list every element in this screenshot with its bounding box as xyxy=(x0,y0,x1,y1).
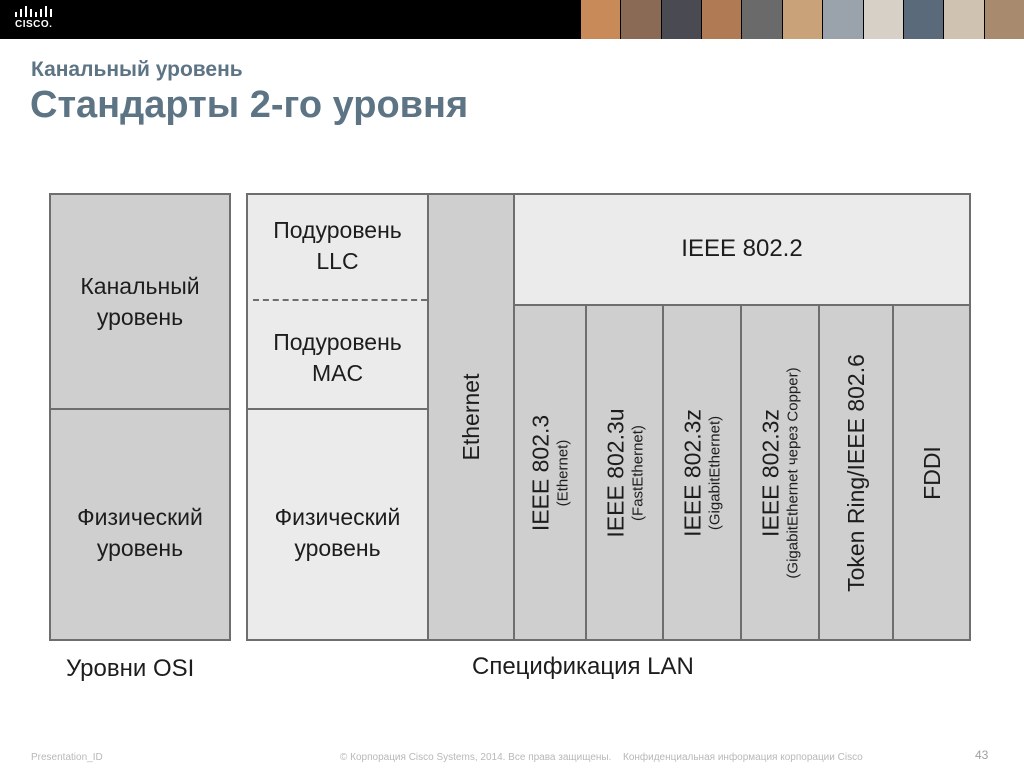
lan-physical-line1: Физический xyxy=(274,504,401,530)
mac-line2: MAC xyxy=(311,360,364,386)
banner-photo xyxy=(620,0,661,39)
banner-photo xyxy=(862,0,903,39)
standard-column-token-ring: Token Ring/IEEE 802.6 xyxy=(818,304,894,641)
photo-strip xyxy=(580,0,1024,39)
banner-photo xyxy=(902,0,944,39)
top-banner: CISCO. xyxy=(0,0,1024,39)
osi-caption: Уровни OSI xyxy=(66,655,195,682)
banner-photo xyxy=(701,0,742,39)
banner-photo xyxy=(943,0,984,39)
standard-8023u-desc: (FastEthernet) xyxy=(629,424,646,521)
cisco-logo-bars-icon xyxy=(15,6,52,17)
llc-line1: Подуровень xyxy=(273,217,402,243)
footer-presentation-id: Presentation_ID xyxy=(31,752,103,763)
standard-8023u-name: IEEE 802.3u xyxy=(602,407,628,538)
banner-photo xyxy=(983,0,1024,39)
standard-column-8023u: IEEE 802.3u (FastEthernet) xyxy=(585,304,664,641)
llc-mac-divider xyxy=(253,299,427,301)
standard-8023z-copper-name: IEEE 802.3z xyxy=(757,408,784,537)
standard-8023z-copper-desc: (GigabitEthernet через Copper) xyxy=(784,366,802,579)
osi-physical-line2: уровень xyxy=(96,535,184,561)
banner-photo xyxy=(822,0,863,39)
lan-caption: Спецификация LAN xyxy=(472,653,694,680)
osi-datalink-line1: Канальный xyxy=(80,273,200,299)
slide-title: Стандарты 2-го уровня xyxy=(30,84,469,126)
ieee-8022-label: IEEE 802.2 xyxy=(681,235,803,262)
page-number: 43 xyxy=(975,748,989,762)
standard-column-8023: IEEE 802.3 (Ethernet) xyxy=(513,304,587,641)
footer-copyright: © Корпорация Cisco Systems, 2014. Все пр… xyxy=(340,752,612,763)
osi-datalink-layer: Канальный уровень xyxy=(49,193,231,410)
banner-photo xyxy=(741,0,782,39)
standard-column-8023z-copper: IEEE 802.3z (GigabitEthernet через Coppe… xyxy=(740,304,820,641)
cisco-logo: CISCO. xyxy=(12,6,58,34)
osi-datalink-line2: уровень xyxy=(96,304,184,330)
ieee-8022-block: IEEE 802.2 xyxy=(513,193,971,306)
llc-mac-sublayers: Подуровень LLC Подуровень MAC xyxy=(246,193,429,410)
cisco-logo-text: CISCO. xyxy=(15,19,53,30)
lan-physical-layer: Физический уровень xyxy=(246,408,429,641)
standard-8023z-desc: (GigabitEthernet) xyxy=(706,415,724,530)
lan-physical-line2: уровень xyxy=(294,535,381,561)
standard-column-8023z: IEEE 802.3z (GigabitEthernet) xyxy=(662,304,742,641)
standard-column-fddi: FDDI xyxy=(892,304,971,641)
osi-physical-layer: Физический уровень xyxy=(49,408,231,641)
standard-fddi-name: FDDI xyxy=(918,445,945,500)
standard-8023-desc: (Ethernet) xyxy=(554,439,572,506)
mac-line1: Подуровень xyxy=(273,329,402,355)
osi-physical-line1: Физический xyxy=(77,504,203,530)
standard-token-ring-name: Token Ring/IEEE 802.6 xyxy=(843,353,869,592)
standard-8023z-name: IEEE 802.3z xyxy=(679,408,706,537)
banner-photo xyxy=(580,0,621,39)
banner-photo xyxy=(781,0,823,39)
llc-line2: LLC xyxy=(316,248,359,274)
standard-8023-name: IEEE 802.3 xyxy=(527,414,554,531)
footer-confidential: Конфиденциальная информация корпорации C… xyxy=(623,752,863,763)
slide-subtitle: Канальный уровень xyxy=(31,58,243,81)
banner-photo xyxy=(660,0,702,39)
ethernet-column: Ethernet xyxy=(427,193,515,641)
ethernet-label: Ethernet xyxy=(458,373,484,461)
